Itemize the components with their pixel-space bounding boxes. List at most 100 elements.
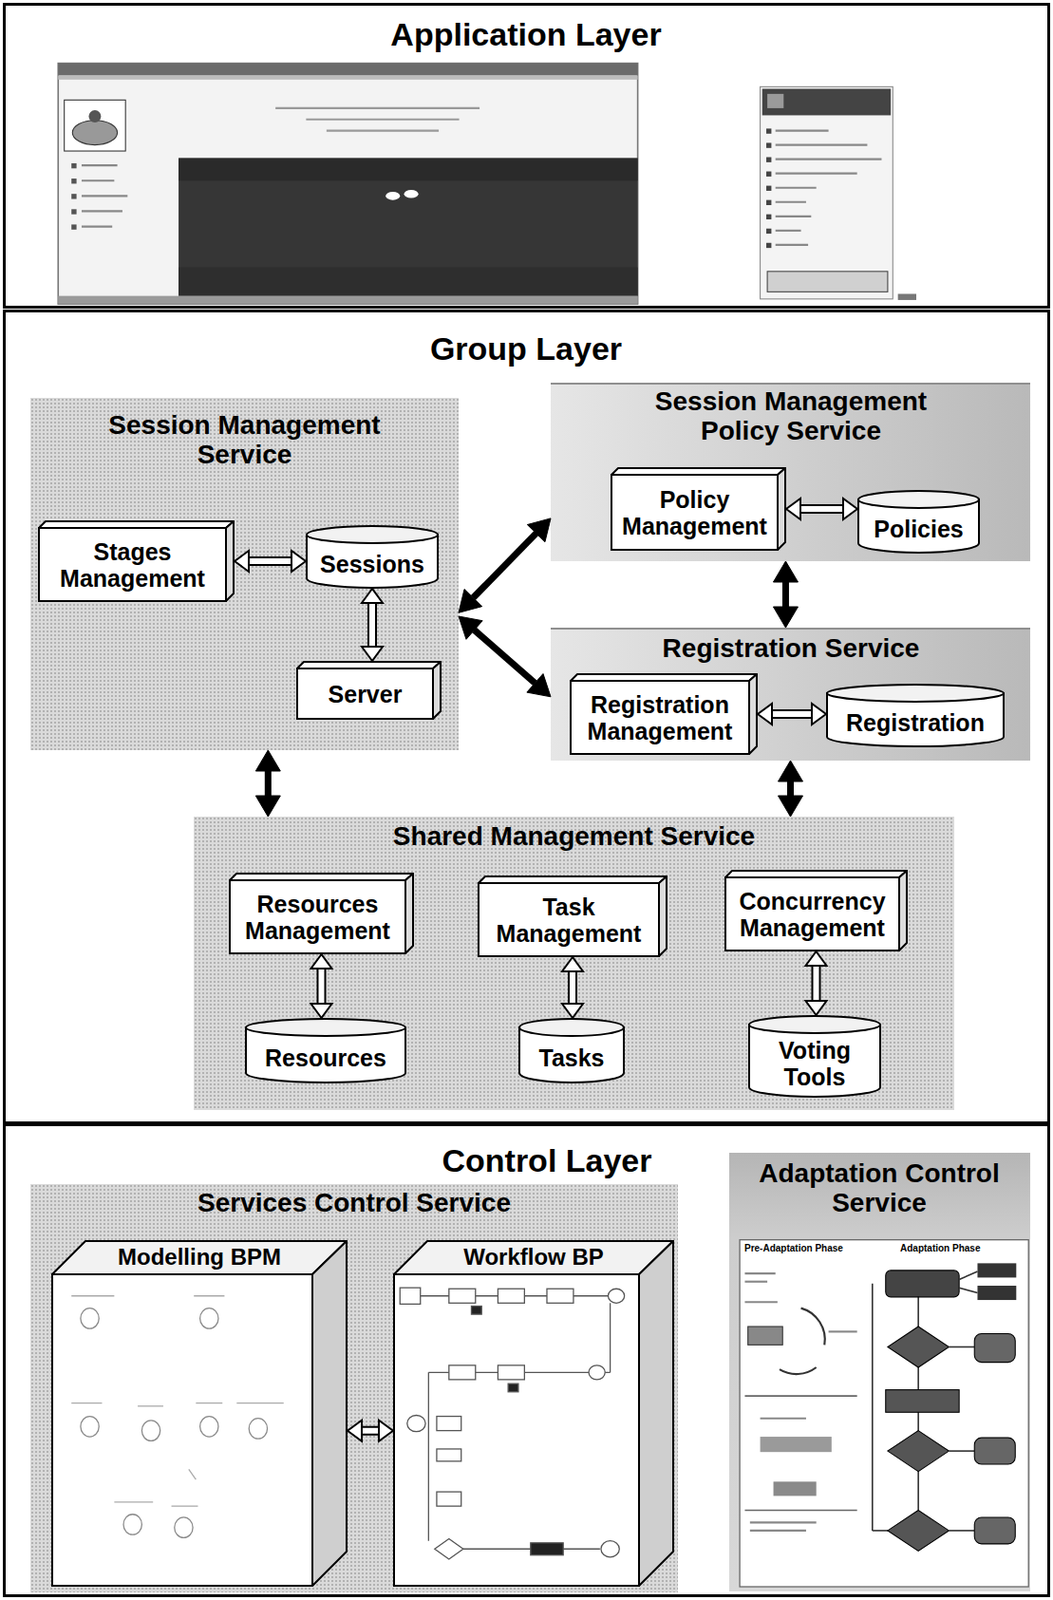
sketch-mark [497,1365,525,1380]
component-label: Resources Management [234,890,401,944]
sketch-mark [407,1414,426,1431]
sketch-mark [974,1437,1016,1465]
sketch-mark [200,1308,219,1329]
component-label: Policy Management [616,486,773,540]
box-side-face [777,468,786,550]
sketch-mark [123,1514,142,1535]
phase-label: Adaptation Phase [900,1242,980,1254]
sketch-mark [766,142,771,148]
layer-title: Group Layer [5,330,1047,367]
service-title: Registration Service [586,633,996,663]
arrow-shaft [472,533,536,599]
sketch-mark [917,1296,920,1511]
arrow-head [562,1003,583,1018]
sketch-mark [436,1416,462,1431]
arrow-shaft-outline [811,965,822,1001]
model-box-3d: Modelling BPM [51,1240,348,1587]
sketch-mark [81,179,114,182]
component-box: Registration Management [569,673,758,755]
box-top-face [38,521,234,528]
box-top-face [229,873,414,881]
sketch-mark [775,158,883,161]
cylinder-top [519,1018,624,1036]
box-side-face [899,870,907,951]
hollow-double-arrow [361,588,383,661]
arrow-shaft [264,770,272,796]
sketch-mark [773,1481,817,1496]
component-label: Stages Management [43,538,222,592]
hollow-double-arrow [311,954,333,1018]
layer-title: Control Layer [342,1142,752,1179]
arrow-head [255,795,281,817]
arrow-shaft-inner [569,971,576,1004]
database-cylinder: Tasks [518,1017,625,1084]
sketch-mark [898,293,917,300]
layer-band: Application Layer [2,2,1051,309]
arrow-shaft-outline [367,602,377,647]
arrow-head [458,616,483,640]
component-box: Task Management [477,875,668,958]
sketch-mark [113,1501,153,1503]
box-top-face [297,661,441,669]
sketch-mark [748,1326,784,1345]
store-label: Tasks [538,1044,604,1072]
arrow-head [378,1420,394,1442]
sketch-mark [178,158,639,182]
arrow-head [311,1003,333,1018]
sketch-mark [977,1285,1016,1300]
sketch-mark [71,224,76,229]
arrow-shaft-outline [800,504,844,514]
arrow-head [806,951,828,966]
label-holder: Adaptation Phase [900,1242,980,1254]
arrow-head [347,1420,362,1442]
component-box: Concurrency Management [724,869,908,952]
box-side-face [312,1241,347,1586]
adaptation-sketch [739,1240,1029,1587]
arrow-shaft-outline [317,968,327,1004]
sketch-mark [766,156,771,162]
bold-double-arrow [772,561,798,628]
sketch-mark [470,1306,482,1316]
box-top-face [52,1241,347,1275]
arrow-head [778,760,804,782]
arrow-head [361,646,383,661]
sketch-mark [948,1346,975,1349]
sketch-mark [57,63,638,76]
sketch-mark [81,225,113,227]
sketch-mark [71,178,76,184]
box-front-face [229,880,406,954]
box-side-face [749,674,757,754]
sketch-mark [72,120,117,146]
sketch-mark [171,1504,199,1506]
service-title: Session Management Service [75,410,414,471]
sketch-mark [885,1270,959,1298]
arrow-head [562,957,583,972]
arrow-head [778,795,804,817]
arrow-head [234,550,249,572]
store-label: Voting Tools [755,1036,874,1091]
sketch-mark [766,243,771,248]
service-panel: Adaptation Control Service [729,1152,1031,1592]
sketch-mark [178,267,639,297]
arrow-shaft-inner [813,965,820,1001]
bold-double-arrow [458,616,551,697]
cylinder-top [858,490,979,508]
arrow-shaft-inner [248,558,292,565]
phase-label: Pre-Adaptation Phase [744,1242,844,1254]
sketch-mark [948,1449,975,1452]
sketch-mark [449,1365,476,1380]
sketch-mark [762,88,891,115]
sketch-mark [497,1288,525,1303]
sketch-mark [193,1295,225,1297]
database-cylinder: Resources [244,1017,407,1084]
arrow-shaft-outline [248,556,292,566]
box-side-face [658,876,667,957]
hollow-double-arrow [234,550,306,572]
arrow-shaft-outline [771,709,812,719]
sketch-mark [887,1326,949,1368]
service-title: Shared Management Service [193,821,955,851]
sketch-mark [828,1330,858,1333]
sketch-mark [64,99,126,151]
